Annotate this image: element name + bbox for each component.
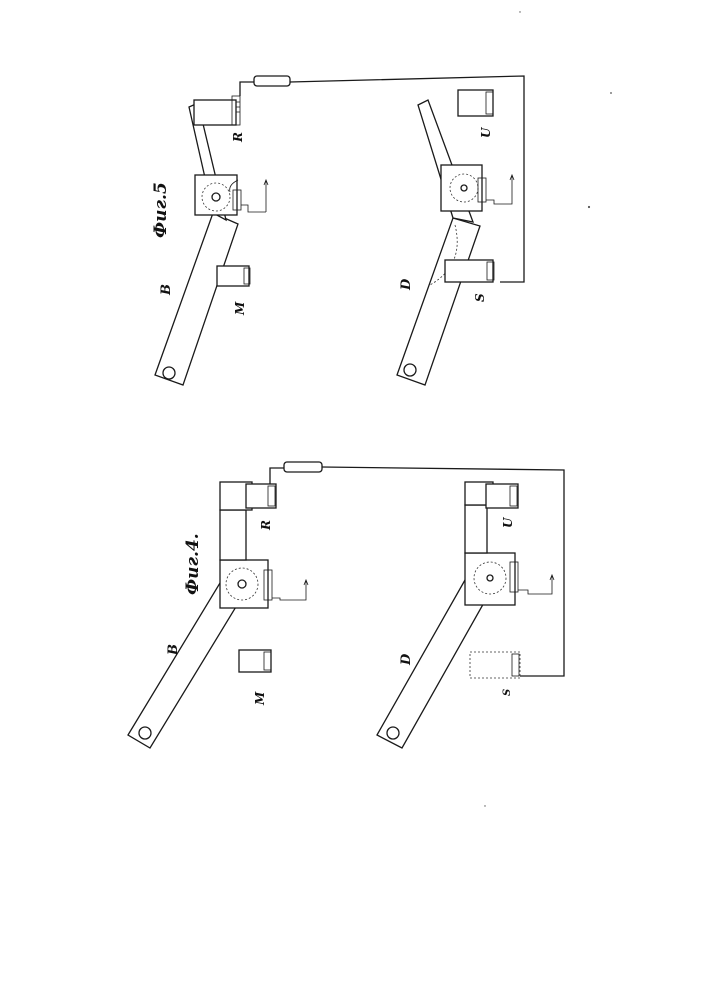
- hub-block-d-fig4: [465, 553, 515, 605]
- contact-r-fig4: [246, 484, 276, 508]
- wire-r: [270, 468, 284, 484]
- scan-speck: [588, 206, 590, 208]
- hub-lead: [241, 205, 266, 212]
- contact-s-fig5: [445, 260, 493, 282]
- label-m-fig4: M: [253, 691, 267, 706]
- contact-r-fig5: [194, 100, 236, 125]
- figure-4: R Фиг.4. B M U S D: [128, 462, 564, 748]
- fuse-fig4: [284, 462, 322, 472]
- hub-arrow: [486, 175, 514, 204]
- label-d-fig4: D: [399, 653, 414, 666]
- hub-block-fig5: [195, 175, 237, 215]
- label-b-fig4: B: [166, 644, 181, 656]
- scan-speck: [484, 805, 485, 806]
- hub-arrow: [264, 180, 268, 212]
- label-b-fig5: B: [159, 284, 174, 296]
- scan-speck: [519, 11, 520, 12]
- hub-arrow: [518, 575, 554, 594]
- label-u-fig5: U: [479, 126, 493, 138]
- arm-d-fig5: [397, 218, 480, 385]
- label-r-fig4: R: [259, 520, 273, 531]
- hub-block-fig4: [220, 560, 268, 608]
- label-d-fig5: D: [399, 278, 414, 291]
- contact-u-fig5: [458, 90, 493, 116]
- scan-speck: [610, 92, 612, 94]
- contact-u-fig4: [486, 484, 518, 508]
- label-m-fig5: M: [233, 301, 247, 316]
- title-fig5: Фиг.5: [151, 182, 171, 238]
- label-r-fig5: R: [231, 132, 245, 143]
- contact-s-fig4: [470, 652, 520, 678]
- figure-5: R Фиг.5 B M U S D: [151, 76, 524, 385]
- hub-arrow: [272, 580, 308, 600]
- label-s-fig4: S: [502, 689, 513, 696]
- contact-s-cap: [512, 654, 519, 676]
- title-fig4: Фиг.4.: [183, 533, 203, 595]
- label-u-fig4: U: [501, 516, 515, 528]
- label-s-fig5: S: [473, 293, 487, 302]
- arm-stem-fig4: [220, 510, 246, 560]
- contact-m-fig4: [239, 650, 271, 672]
- wire-r: [240, 82, 254, 96]
- arm-stem-d-fig4: [465, 505, 487, 553]
- fuse-fig5: [254, 76, 290, 86]
